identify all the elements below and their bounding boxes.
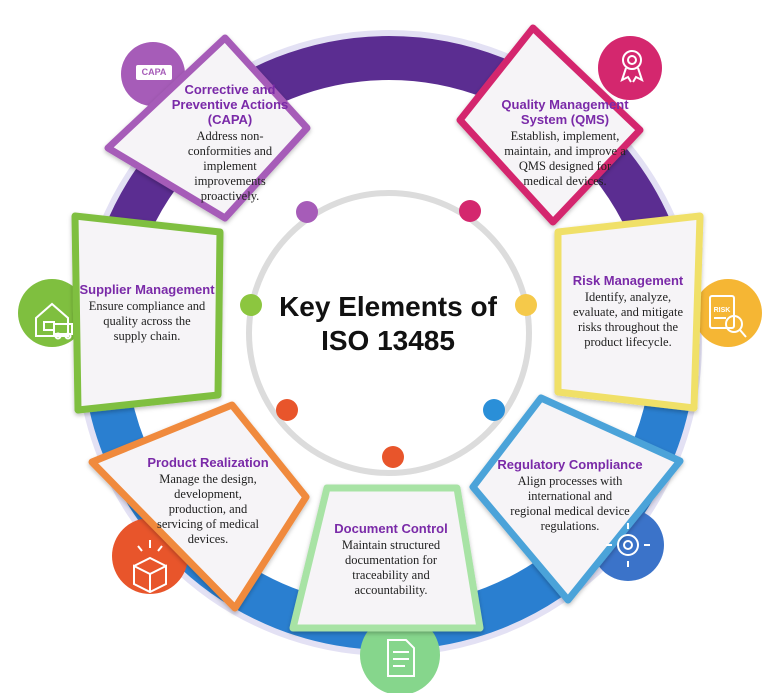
risk-badge-label: RISK (713, 307, 731, 314)
card-sup: Supplier Management Ensure compliance an… (78, 282, 216, 344)
card-reg-title: Regulatory Compliance (497, 457, 643, 472)
title-line-2: ISO 13485 (321, 325, 455, 356)
card-doc-shape (289, 484, 484, 632)
card-sup-title: Supplier Management (79, 282, 215, 297)
card-prod: Product Realization Manage the design, d… (140, 455, 276, 547)
card-capa-desc: Address non-conformities and implement i… (187, 129, 273, 203)
card-prod-desc: Manage the design, development, producti… (156, 472, 260, 546)
award-ribbon-icon (620, 50, 644, 83)
title-line-1: Key Elements of (279, 291, 497, 322)
card-prod-title: Product Realization (147, 455, 269, 470)
card-capa: Corrective and Preventive Actions (CAPA)… (160, 82, 300, 204)
card-qms: Quality Management System (QMS) Establis… (490, 97, 640, 189)
capa-badge-label: CAPA (141, 67, 167, 77)
card-reg-shape (469, 394, 684, 604)
card-risk-desc: Identify, analyze, evaluate, and mitigat… (572, 290, 684, 349)
card-qms-desc: Establish, implement, maintain, and impr… (504, 129, 626, 188)
dot-qms (459, 200, 481, 222)
product-box-icon (133, 540, 167, 594)
risk-document-search-icon (709, 295, 747, 338)
warehouse-truck-icon (35, 302, 73, 340)
card-sup-desc: Ensure compliance and quality across the… (88, 299, 206, 343)
card-capa-shape (104, 34, 311, 222)
card-doc: Document Control Maintain structured doc… (320, 521, 462, 598)
card-qms-shape (456, 24, 644, 226)
card-risk-title: Risk Management (572, 273, 684, 288)
card-qms-title: Quality Management System (QMS) (501, 97, 629, 127)
card-reg-desc: Align processes with international and r… (510, 474, 630, 533)
capa-badge-icon (136, 65, 172, 80)
card-reg: Regulatory Compliance Align processes wi… (490, 457, 650, 534)
dot-doc (382, 446, 404, 468)
card-risk-shape (554, 212, 704, 412)
compliance-gear-icon (606, 523, 650, 567)
card-sup-shape (71, 212, 224, 414)
card-capa-title: Corrective and Preventive Actions (CAPA) (171, 82, 289, 127)
dot-reg (483, 399, 505, 421)
card-doc-desc: Maintain structured documentation for tr… (341, 538, 441, 597)
card-doc-title: Document Control (334, 521, 448, 536)
dot-risk (515, 294, 537, 316)
dot-capa (296, 201, 318, 223)
document-icon (387, 639, 415, 677)
dot-sup (240, 294, 262, 316)
inner-circle (246, 190, 532, 476)
card-risk: Risk Management Identify, analyze, evalu… (562, 273, 694, 350)
doc-icon-circle (360, 615, 440, 693)
card-prod-shape (88, 401, 310, 612)
page-title: Key Elements of ISO 13485 (268, 290, 508, 358)
dot-prod (276, 399, 298, 421)
